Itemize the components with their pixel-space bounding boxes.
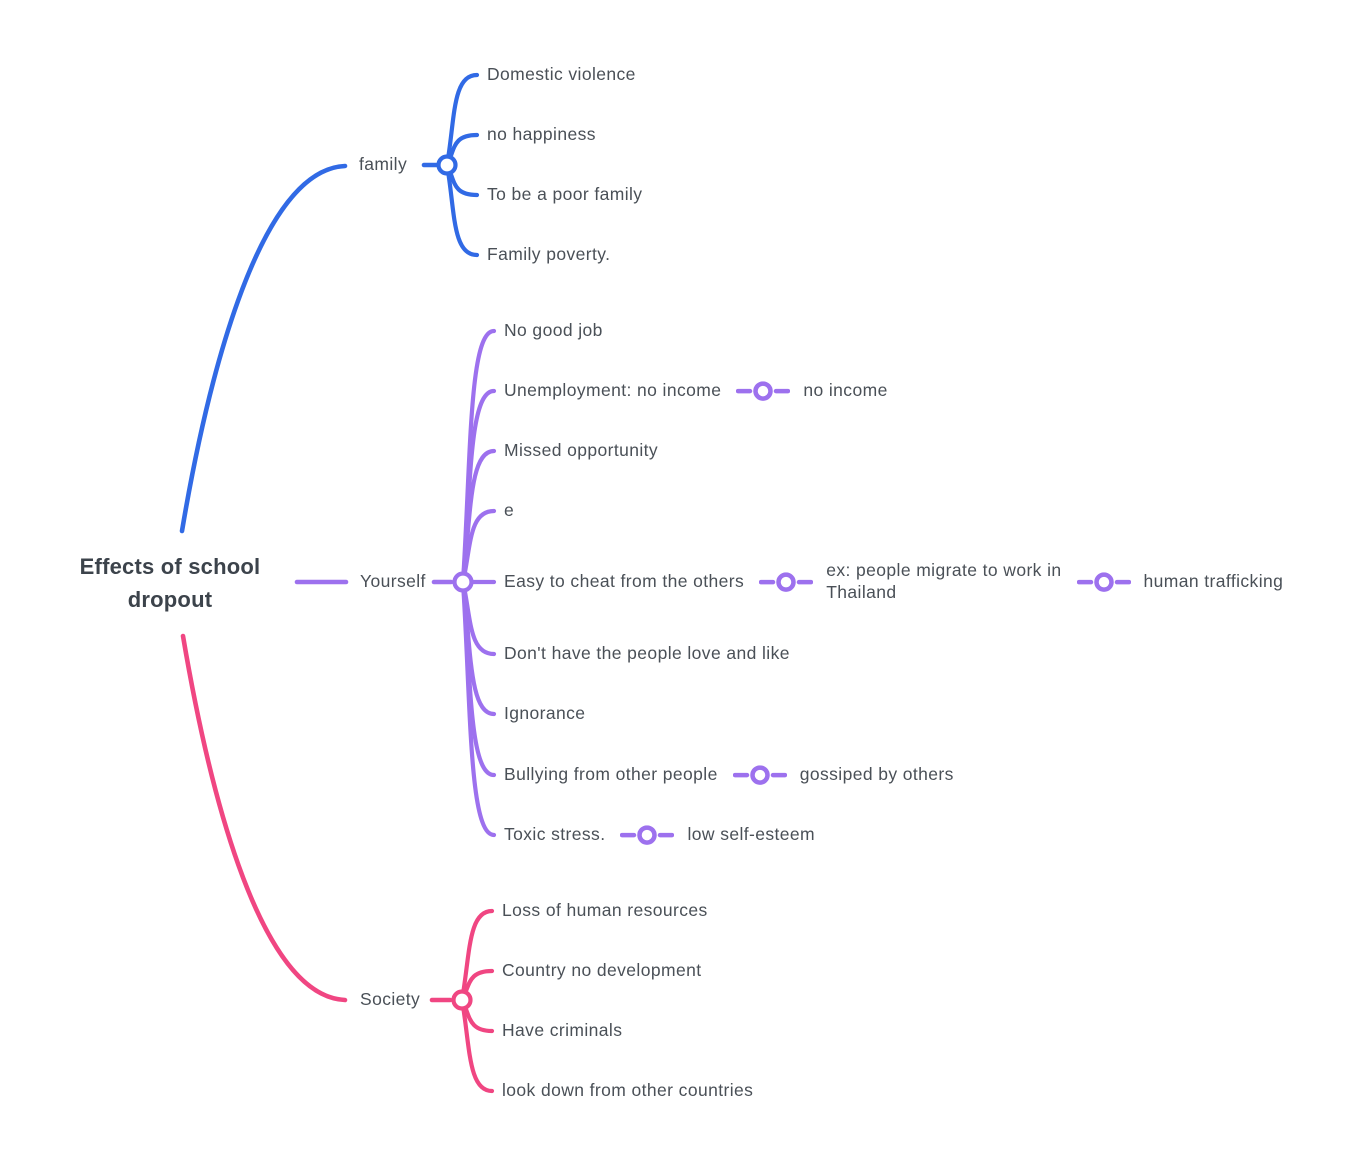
edge-yourself-e [460, 508, 497, 585]
edge-family-family-poverty [444, 162, 480, 258]
branch-yourself-label[interactable]: Yourself [360, 571, 426, 592]
edge-family-domestic-violence [444, 72, 480, 168]
branch-society-label[interactable]: Society [360, 989, 421, 1010]
sub-connector-joint [736, 381, 791, 401]
node-have-criminals[interactable]: Have criminals [502, 1020, 623, 1041]
node-bullying[interactable]: Bullying from other people [504, 764, 718, 785]
node-no-income[interactable]: no income [803, 380, 888, 401]
sub-connector-joint [759, 572, 814, 592]
node-low-self-esteem[interactable]: low self-esteem [687, 824, 816, 845]
row-easy-to-cheat: Easy to cheat from the others ex: people… [504, 560, 1283, 604]
branch-family-label[interactable]: family [359, 154, 408, 175]
root-node[interactable]: Effects of school dropout [79, 554, 261, 612]
node-ex-people-migrate[interactable]: ex: people migrate to work in Thailand [826, 560, 1062, 602]
node-loss-of-human-resources[interactable]: Loss of human resources [502, 900, 708, 921]
edge-root-society [180, 633, 348, 1003]
family-hub-toggle[interactable] [436, 154, 458, 176]
node-human-trafficking[interactable]: human trafficking [1143, 571, 1284, 592]
sub-connector-joint [620, 825, 675, 845]
row-toxic-stress: Toxic stress. low self-esteem [504, 824, 815, 846]
row-bullying: Bullying from other people gossiped by o… [504, 764, 954, 786]
edge-root-family [179, 163, 348, 534]
row-unemployment: Unemployment: no income no income [504, 380, 888, 402]
sub-connector-joint [732, 765, 787, 785]
edge-society-loss-of-human-resources [459, 908, 495, 1003]
node-e[interactable]: e [504, 500, 515, 521]
node-unemployment[interactable]: Unemployment: no income [504, 380, 722, 401]
sub-connector-joint [1076, 572, 1131, 592]
node-no-good-job[interactable]: No good job [504, 320, 603, 341]
node-to-be-a-poor-family[interactable]: To be a poor family [487, 184, 643, 205]
edge-society-look-down [459, 997, 495, 1094]
node-toxic-stress[interactable]: Toxic stress. [504, 824, 606, 845]
node-country-no-development[interactable]: Country no development [502, 960, 702, 981]
node-no-happiness[interactable]: no happiness [487, 124, 596, 145]
node-ignorance[interactable]: Ignorance [504, 703, 586, 724]
node-look-down-from-other-countries[interactable]: look down from other countries [502, 1080, 754, 1101]
edge-yourself-toxic-stress [460, 579, 497, 838]
node-family-poverty[interactable]: Family poverty. [487, 244, 611, 265]
node-easy-to-cheat[interactable]: Easy to cheat from the others [504, 571, 745, 592]
society-hub-toggle[interactable] [451, 989, 473, 1011]
node-dont-have-love[interactable]: Don't have the people love and like [504, 643, 790, 664]
node-missed-opportunity[interactable]: Missed opportunity [504, 440, 659, 461]
yourself-hub-toggle[interactable] [452, 571, 474, 593]
node-domestic-violence[interactable]: Domestic violence [487, 64, 636, 85]
node-gossiped-by-others[interactable]: gossiped by others [799, 764, 954, 785]
